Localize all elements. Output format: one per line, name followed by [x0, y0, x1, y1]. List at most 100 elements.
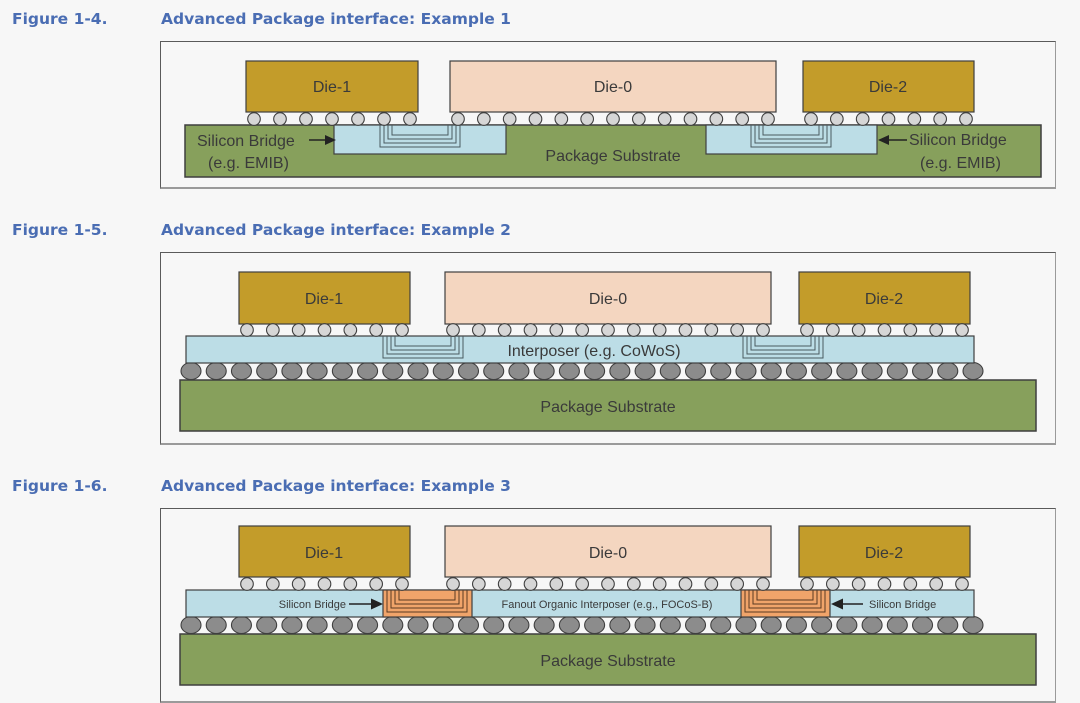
die-0 — [444, 271, 772, 325]
cowos-package-diagram: Die-1 Die-0 Die-2 Interposer (e.g. CoWoS… — [179, 271, 1037, 432]
microbump — [446, 577, 460, 591]
c4-bump — [256, 361, 278, 381]
bridge-trace — [754, 125, 828, 144]
figure-title: Advanced Package interface: Example 2 — [161, 221, 511, 239]
microbump — [343, 577, 358, 591]
c4-bump — [558, 615, 580, 635]
c4-bump — [785, 361, 807, 381]
microbumps-die-0 — [446, 323, 770, 337]
c4-bump — [861, 615, 883, 635]
bridge-trace — [754, 336, 812, 347]
microbump — [851, 577, 866, 591]
die-0-label: Die-0 — [589, 291, 627, 308]
bridge-trace — [383, 125, 457, 144]
arrow-right-head — [831, 598, 843, 610]
microbump — [626, 323, 641, 337]
bridge-trace — [382, 336, 464, 359]
microbump — [497, 323, 512, 337]
c4-bump — [735, 361, 757, 381]
microbump — [377, 112, 391, 126]
bridge-trace — [742, 336, 824, 359]
die-0 — [444, 525, 772, 578]
figure-frame-1-6: Die-1 Die-0 Die-2 Silicon Bridge Fanout … — [160, 508, 1056, 703]
bridge-traces-left — [379, 125, 461, 148]
c4-bump — [659, 361, 681, 381]
microbump — [855, 112, 870, 126]
figure-caption-1-5: Figure 1-5.Advanced Package interface: E… — [12, 221, 511, 239]
bridge-right-label: Silicon Bridge — [869, 599, 936, 611]
microbump — [800, 577, 814, 591]
bridge-trace — [750, 336, 816, 351]
c4-bump — [911, 615, 934, 635]
c4-bump — [735, 615, 757, 635]
c4-bump — [205, 615, 227, 635]
bridge-trace — [387, 125, 453, 140]
c4-bump — [659, 615, 681, 635]
microbump — [549, 323, 564, 337]
die-1 — [238, 271, 411, 325]
die-0-label: Die-0 — [589, 545, 627, 562]
microbump — [476, 112, 491, 126]
microbump — [704, 577, 719, 591]
c4-bump — [407, 615, 429, 635]
c4-bump — [684, 615, 707, 635]
c4-bump — [533, 615, 555, 635]
microbump — [877, 577, 892, 591]
microbump — [730, 323, 745, 337]
microbump — [903, 323, 918, 337]
c4-bump — [684, 361, 707, 381]
microbump — [575, 577, 590, 591]
bridge-trace — [750, 125, 832, 148]
bridge-trace — [390, 336, 456, 351]
c4-bump — [281, 615, 303, 635]
substrate-label: Package Substrate — [540, 399, 675, 416]
c4-bump — [508, 615, 530, 635]
c4-bump — [180, 361, 202, 381]
microbump — [631, 112, 646, 126]
microbump — [652, 323, 667, 337]
microbump — [351, 112, 365, 126]
microbump — [247, 112, 261, 126]
figure-title: Advanced Package interface: Example 3 — [161, 477, 511, 495]
microbump — [554, 112, 569, 126]
microbump — [240, 577, 254, 591]
microbump — [395, 577, 409, 591]
c4-bump — [584, 361, 606, 381]
bridge-trace — [752, 590, 818, 605]
bridge-trace — [394, 336, 452, 347]
bridge-trace — [386, 590, 468, 613]
substrate-label: Package Substrate — [545, 148, 680, 165]
microbump — [523, 323, 538, 337]
c4-bump — [710, 361, 732, 381]
microbump — [265, 577, 280, 591]
bridge-trace — [756, 590, 814, 601]
microbump — [497, 577, 512, 591]
c4-bump — [483, 615, 505, 635]
bridge-traces-left — [386, 590, 468, 613]
die-0-label: Die-0 — [594, 79, 632, 96]
package-substrate — [184, 124, 1042, 178]
bridge-trace — [394, 590, 460, 605]
c4-bump — [230, 615, 253, 635]
microbump — [451, 112, 465, 126]
c4-bump — [811, 615, 833, 635]
microbump — [575, 323, 590, 337]
bridge-trace — [398, 590, 456, 601]
microbump — [800, 323, 814, 337]
emib-package-diagram: Die-1 Die-0 Die-2 Package Substrate Sili… — [184, 60, 1042, 178]
silicon-interposer — [185, 335, 975, 364]
c4-bump — [609, 615, 631, 635]
figure-frame-1-4: Die-1 Die-0 Die-2 Package Substrate Sili… — [160, 41, 1056, 189]
die-2 — [802, 60, 975, 113]
microbump — [761, 112, 775, 126]
microbump — [446, 323, 460, 337]
die-2-label: Die-2 — [869, 79, 907, 96]
c4-bumps — [180, 615, 984, 635]
c4-bump — [760, 615, 782, 635]
c4-bump — [306, 361, 328, 381]
interposer-traces-right — [742, 336, 824, 359]
arrow-right-head — [878, 135, 889, 145]
arrow-left-head — [325, 135, 336, 145]
microbump — [704, 323, 719, 337]
c4-bump — [785, 615, 807, 635]
